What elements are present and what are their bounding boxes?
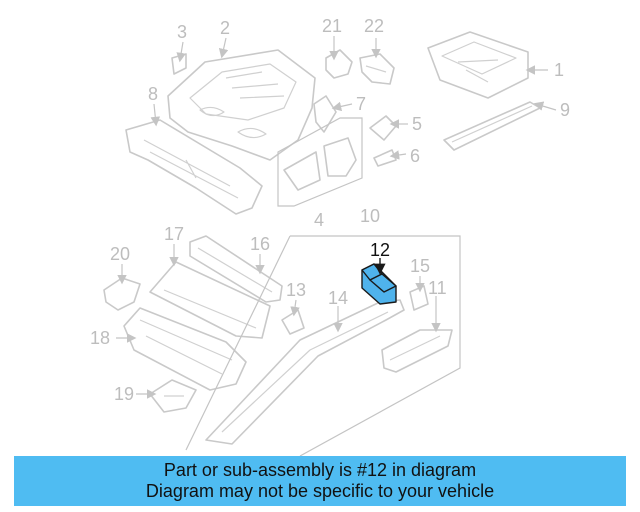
callout-18: 18 <box>90 328 110 348</box>
callout-10: 10 <box>360 206 380 226</box>
callout-6: 6 <box>410 146 420 166</box>
part-1-spare-tire-tub <box>427 31 529 99</box>
part-21-bracket <box>325 49 353 79</box>
callout-11: 11 <box>428 278 447 298</box>
lead-lines <box>116 36 557 399</box>
part-5-bracket <box>369 115 397 141</box>
callout-labels: 1 2 3 4 5 6 7 8 9 10 11 12 13 14 15 16 1… <box>90 16 570 404</box>
part-20-bracket <box>103 277 141 311</box>
callout-21: 21 <box>322 16 342 36</box>
callout-3: 3 <box>177 22 187 42</box>
callout-9: 9 <box>560 100 570 120</box>
callout-4: 4 <box>314 210 324 230</box>
part-19-bracket <box>149 379 197 413</box>
part-9-rail <box>443 101 541 151</box>
part-7-bracket <box>313 95 337 133</box>
part-16-floor-rail <box>189 235 283 303</box>
part-18-side-sill <box>123 307 247 391</box>
callout-2: 2 <box>220 18 230 38</box>
callout-22: 22 <box>364 16 384 36</box>
callout-5: 5 <box>412 114 422 134</box>
callout-1: 1 <box>554 60 564 80</box>
part-4-assembly <box>277 117 363 207</box>
part-17-floor-panel <box>149 261 271 339</box>
callout-15: 15 <box>410 256 430 276</box>
part-3-bracket <box>171 53 187 75</box>
callout-16: 16 <box>250 234 270 254</box>
callout-12: 12 <box>370 240 390 260</box>
callout-20: 20 <box>110 244 130 264</box>
part-12-highlighted-bracket <box>361 263 397 305</box>
part-10-frame-assembly <box>185 235 461 456</box>
parts-diagram-svg: 1 2 3 4 5 6 7 8 9 10 11 12 13 14 15 16 1… <box>90 16 570 456</box>
part-22-bracket <box>359 53 395 85</box>
callout-7: 7 <box>356 94 366 114</box>
parts-diagram: 1 2 3 4 5 6 7 8 9 10 11 12 13 14 15 16 1… <box>90 16 570 456</box>
part-8-rear-panel <box>125 119 263 215</box>
banner-line-2: Diagram may not be specific to your vehi… <box>145 481 495 501</box>
part-6-bracket <box>373 149 397 167</box>
info-banner: Part or sub-assembly is #12 in diagram D… <box>14 456 626 506</box>
callout-13: 13 <box>286 280 306 300</box>
part-2-rear-floor-pan <box>167 49 316 161</box>
banner-line-1: Part or sub-assembly is #12 in diagram <box>163 460 477 480</box>
callout-19: 19 <box>114 384 134 404</box>
callout-14: 14 <box>328 288 348 308</box>
callout-8: 8 <box>148 84 158 104</box>
callout-17: 17 <box>164 224 184 244</box>
